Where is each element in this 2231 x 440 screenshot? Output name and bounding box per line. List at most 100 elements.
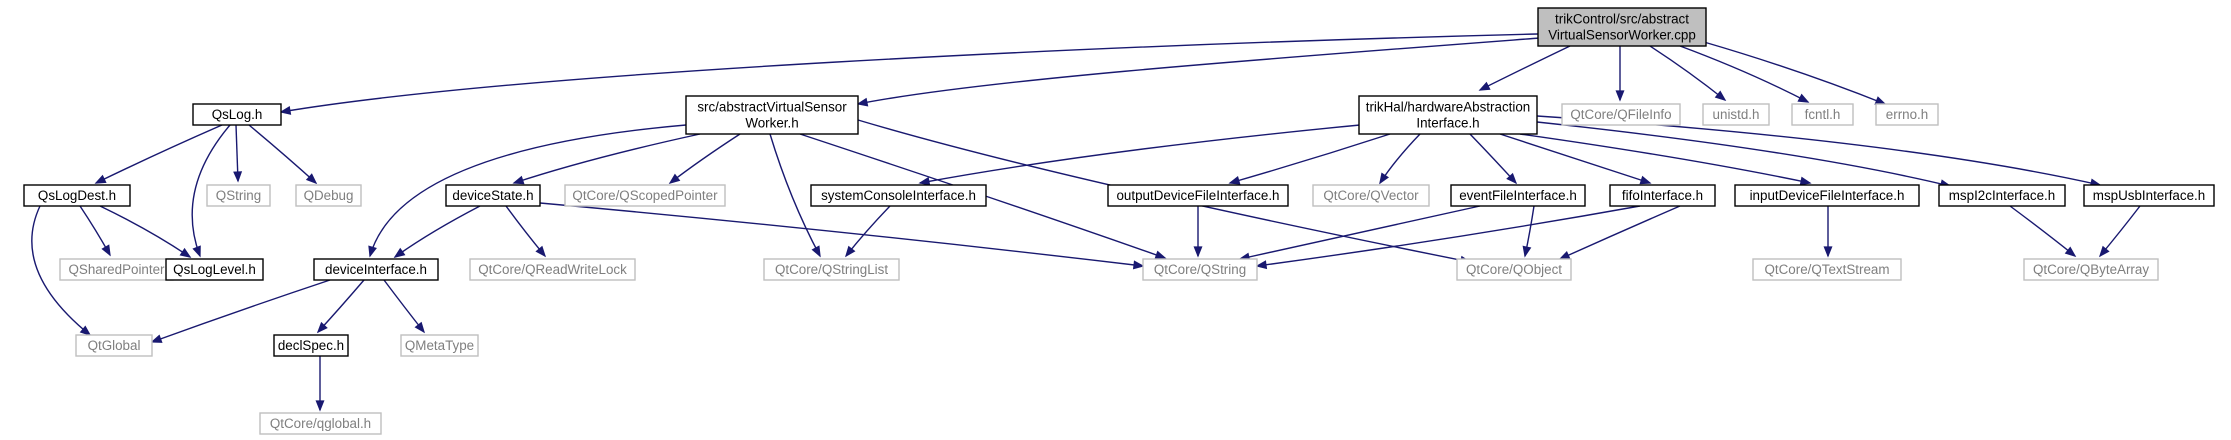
node-label: Interface.h (1416, 116, 1479, 131)
edge-qslog-to-qslogdest (94, 124, 223, 184)
edge-eventfile-to-qobject (1522, 205, 1535, 258)
edge-qslogdest-to-qtglobal (31, 205, 92, 337)
node-qslog[interactable]: QsLog.h (192, 103, 282, 126)
edge-hal-to-inputdev (1519, 133, 1812, 186)
node-qtextstream: QtCore/QTextStream (1752, 258, 1902, 281)
node-label: declSpec.h (278, 338, 344, 353)
node-label: trikHal/hardwareAbstraction (1366, 100, 1530, 115)
node-label: QsLogLevel.h (173, 262, 256, 277)
node-label: deviceInterface.h (325, 262, 427, 277)
node-label: src/abstractVirtualSensor (697, 100, 847, 115)
node-label: Worker.h (745, 116, 798, 131)
node-label: QtCore/QFileInfo (1570, 107, 1671, 122)
node-mspusb[interactable]: mspUsbInterface.h (2083, 184, 2215, 207)
node-errno: errno.h (1875, 103, 1939, 126)
node-label: QtCore/QObject (1466, 262, 1562, 277)
node-label: QtCore/QString (1154, 262, 1246, 277)
node-label: QtGlobal (88, 338, 141, 353)
edge-mspusb-to-qbytearray (2098, 205, 2141, 258)
node-label: QtCore/QScopedPointer (572, 188, 718, 203)
node-label: QtCore/QVector (1323, 188, 1419, 203)
node-deviceinterface[interactable]: deviceInterface.h (313, 258, 439, 281)
node-qstring_plain: QString (206, 184, 271, 207)
edge-sysconsole-to-qstringlist (844, 205, 891, 258)
node-qfileinfo: QtCore/QFileInfo (1561, 103, 1681, 126)
edge-root-to-qfileinfo (1615, 46, 1625, 102)
node-label: fcntl.h (1805, 107, 1841, 122)
node-label: QsLogDest.h (38, 188, 116, 203)
node-qscopedpointer: QtCore/QScopedPointer (564, 184, 726, 207)
node-label: mspI2cInterface.h (1949, 188, 2055, 203)
node-qglobalh: QtCore/qglobal.h (259, 412, 382, 435)
edge-hal-to-fifo (1499, 133, 1652, 185)
node-label: QtCore/qglobal.h (270, 416, 371, 431)
edge-outputdev-to-qtqstring (1193, 206, 1203, 258)
edge-avsw-to-devicestate (512, 133, 701, 185)
node-label: inputDeviceFileInterface.h (1750, 188, 1905, 203)
node-label: deviceState.h (452, 188, 533, 203)
edge-fifo-to-qtqstring (1255, 205, 1641, 270)
node-label: QSharedPointer (68, 262, 165, 277)
nodes-layer: trikControl/src/abstractVirtualSensorWor… (23, 7, 2215, 435)
node-qtglobal: QtGlobal (75, 334, 153, 357)
node-fifo[interactable]: fifoInterface.h (1609, 184, 1716, 207)
node-inputdev[interactable]: inputDeviceFileInterface.h (1734, 184, 1920, 207)
edge-hal-to-mspusb (1536, 115, 2102, 188)
node-unistd: unistd.h (1702, 103, 1770, 126)
node-outputdev[interactable]: outputDeviceFileInterface.h (1107, 184, 1289, 207)
edge-root-to-qslog (279, 33, 1539, 115)
node-devicestate[interactable]: deviceState.h (445, 184, 541, 207)
edge-devicestate-to-qtqstring (539, 202, 1145, 270)
edges-layer (31, 33, 2141, 412)
edge-qslog-to-qsloglevel (191, 124, 231, 258)
edge-root-to-unistd (1649, 45, 1727, 102)
node-label: VirtualSensorWorker.cpp (1548, 28, 1696, 43)
node-qmetatype: QMetaType (400, 334, 479, 357)
node-fcntl: fcntl.h (1791, 103, 1854, 126)
edge-inputdev-to-qtextstream (1823, 205, 1833, 258)
node-label: QMetaType (405, 338, 474, 353)
edge-devicestate-to-qreadwritelock (505, 205, 547, 258)
edge-hal-to-mspi2c (1536, 121, 1952, 189)
edge-root-to-avsw (856, 37, 1541, 107)
edge-avsw-to-qstringlist (769, 133, 821, 258)
edge-qslog-to-qdebug (248, 124, 318, 185)
node-label: QtCore/QTextStream (1764, 262, 1889, 277)
node-label: QtCore/QReadWriteLock (478, 262, 627, 277)
edge-hal-to-qvector (1379, 133, 1421, 185)
edge-deviceinterface-to-qmetatype (383, 279, 426, 334)
node-eventfile[interactable]: eventFileInterface.h (1450, 184, 1586, 207)
edge-declspec-to-qglobalh (315, 355, 325, 412)
node-root[interactable]: trikControl/src/abstractVirtualSensorWor… (1537, 7, 1707, 47)
node-qsharedpointer: QSharedPointer (59, 258, 174, 281)
edge-avsw-to-qscopedpointer (668, 133, 741, 184)
edge-avsw-to-deviceinterface (368, 124, 687, 258)
node-qstringlist: QtCore/QStringList (763, 258, 900, 281)
edge-hal-to-eventfile (1469, 133, 1518, 185)
edge-qslog-to-qstring_plain (233, 124, 243, 183)
edge-mspi2c-to-qbytearray (2009, 205, 2077, 258)
node-declspec[interactable]: declSpec.h (273, 334, 349, 357)
node-label: QtCore/QStringList (775, 262, 888, 277)
edge-qslogdest-to-qsloglevel (99, 205, 192, 258)
node-qsloglevel[interactable]: QsLogLevel.h (165, 258, 264, 281)
node-qdebug: QDebug (295, 184, 362, 207)
node-sysconsole[interactable]: systemConsoleInterface.h (810, 184, 987, 207)
edge-deviceinterface-to-declspec (316, 279, 365, 334)
node-qobject: QtCore/QObject (1456, 258, 1572, 281)
node-qbytearray: QtCore/QByteArray (2023, 258, 2159, 281)
node-label: QsLog.h (212, 107, 263, 122)
node-label: eventFileInterface.h (1459, 188, 1577, 203)
edge-hal-to-sysconsole (918, 124, 1361, 186)
node-label: fifoInterface.h (1622, 188, 1703, 203)
edge-deviceinterface-to-qtglobal (150, 279, 331, 343)
node-mspi2c[interactable]: mspI2cInterface.h (1938, 184, 2066, 207)
node-label: mspUsbInterface.h (2093, 188, 2205, 203)
node-qslogdest[interactable]: QsLogDest.h (23, 184, 131, 207)
node-label: trikControl/src/abstract (1555, 12, 1689, 27)
node-label: systemConsoleInterface.h (821, 188, 976, 203)
node-label: QDebug (304, 188, 354, 203)
